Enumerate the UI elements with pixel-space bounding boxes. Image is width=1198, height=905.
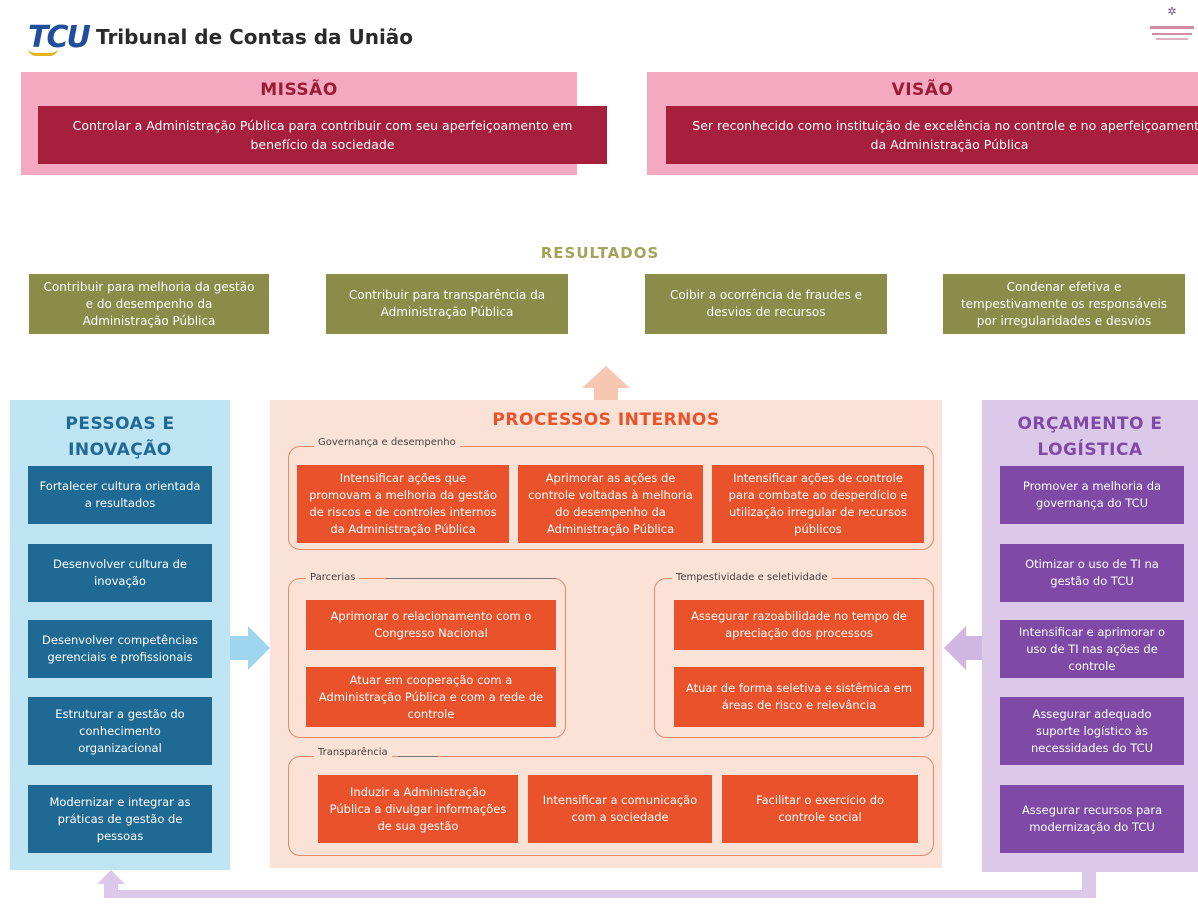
- visao-panel: VISÃO Ser reconhecido como instituição d…: [647, 72, 1198, 175]
- pessoas-item: Estruturar a gestão do conhecimento orga…: [28, 697, 212, 765]
- transparencia-frame: [288, 756, 934, 856]
- loop-line-left: [104, 884, 118, 898]
- resultado-box: Contribuir para melhoria da gestão e do …: [29, 274, 269, 334]
- arrow-left-icon: [944, 626, 966, 670]
- visao-title: VISÃO: [891, 80, 954, 100]
- up-arrow-icon: [582, 366, 630, 388]
- governanca-item: Intensificar ações que promovam a melhor…: [297, 465, 509, 543]
- orcamento-title-line1: ORÇAMENTO E: [1017, 414, 1163, 434]
- arrow-right-stem: [230, 636, 248, 660]
- missao-title: MISSÃO: [260, 80, 338, 100]
- loop-up-arrow-icon: [97, 870, 125, 884]
- tempestividade-item: Atuar de forma seletiva e sistêmica em á…: [674, 667, 924, 727]
- governanca-item: Intensificar ações de controle para comb…: [712, 465, 924, 543]
- resultado-box: Condenar efetiva e tempestivamente os re…: [943, 274, 1185, 334]
- resultado-box: Coibir a ocorrência de fraudes e desvios…: [645, 274, 887, 334]
- processos-title: PROCESSOS INTERNOS: [492, 410, 720, 430]
- orcamento-item: Promover a melhoria da governança do TCU: [1000, 466, 1184, 524]
- corner-logo-line: [1150, 26, 1194, 29]
- orcamento-item: Assegurar recursos para modernização do …: [1000, 785, 1184, 853]
- tempestividade-item: Assegurar razoabilidade no tempo de apre…: [674, 600, 924, 650]
- governanca-item: Aprimorar as ações de controle voltadas …: [518, 465, 703, 543]
- missao-panel: MISSÃO Controlar a Administração Pública…: [21, 72, 607, 175]
- corner-logo-line: [1152, 33, 1192, 35]
- up-arrow-stem: [594, 388, 618, 402]
- pessoas-item: Desenvolver cultura de inovação: [28, 544, 212, 602]
- orcamento-title: ORÇAMENTO E LOGÍSTICA: [982, 411, 1198, 463]
- pessoas-title-line1: PESSOAS E: [65, 414, 175, 434]
- pessoas-title-line2: INOVAÇÃO: [68, 440, 172, 460]
- transparencia-item: Induzir a Administração Pública a divulg…: [318, 775, 518, 843]
- tcu-logo-swoosh-icon: [28, 48, 58, 56]
- orcamento-item: Otimizar o uso de TI na gestão do TCU: [1000, 544, 1184, 602]
- visao-text: Ser reconhecido como instituição de exce…: [666, 106, 1198, 164]
- transparencia-label: Transparência: [314, 746, 392, 760]
- tempestividade-label: Tempestividade e seletividade: [672, 571, 832, 585]
- orcamento-title-line2: LOGÍSTICA: [1037, 440, 1143, 460]
- arrow-left-stem: [966, 636, 982, 660]
- page-title: Tribunal de Contas da União: [96, 25, 414, 49]
- transparencia-item: Intensificar a comunicação com a socieda…: [528, 775, 712, 843]
- pessoas-item: Modernizar e integrar as práticas de ges…: [28, 785, 212, 853]
- transparencia-label-line: [398, 756, 438, 757]
- governanca-label: Governança e desempenho: [314, 436, 460, 450]
- pessoas-title: PESSOAS E INOVAÇÃO: [10, 411, 230, 463]
- resultado-box: Contribuir para transparência da Adminis…: [326, 274, 568, 334]
- orcamento-item: Intensificar e aprimorar o uso de TI nas…: [1000, 620, 1184, 678]
- pessoas-item: Desenvolver competências gerenciais e pr…: [28, 620, 212, 678]
- governanca-frame: [288, 446, 934, 550]
- star-logo-icon: ✲: [1167, 5, 1177, 18]
- parcerias-label: Parcerias: [306, 571, 360, 585]
- parcerias-item: Atuar em cooperação com a Administração …: [306, 667, 556, 727]
- missao-text: Controlar a Administração Pública para c…: [38, 106, 607, 164]
- pessoas-item: Fortalecer cultura orientada a resultado…: [28, 466, 212, 524]
- parcerias-label-line: [386, 578, 556, 579]
- loop-line-bottom: [104, 890, 1096, 898]
- parcerias-item: Aprimorar o relacionamento com o Congres…: [306, 600, 556, 650]
- corner-logo-line: [1156, 38, 1188, 40]
- transparencia-item: Facilitar o exercício do controle social: [722, 775, 918, 843]
- orcamento-item: Assegurar adequado suporte logístico às …: [1000, 697, 1184, 765]
- resultados-title: RESULTADOS: [540, 244, 660, 262]
- arrow-right-icon: [248, 626, 270, 670]
